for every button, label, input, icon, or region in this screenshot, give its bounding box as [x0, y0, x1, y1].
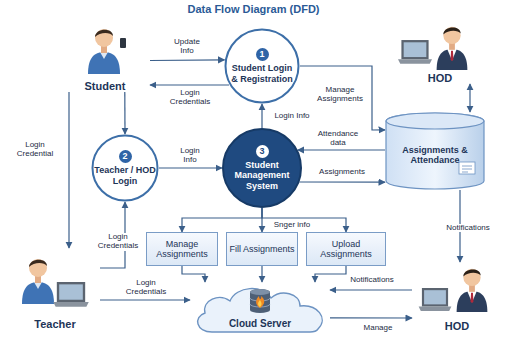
node-label: Student Management System — [229, 160, 295, 190]
node-label: Fill Assignments — [229, 244, 294, 254]
flow-label: Login Credentials — [95, 233, 141, 251]
flow-connector — [261, 104, 262, 128]
process-circle: 2Teacher / HOD Login — [91, 134, 159, 202]
process-circle: 3Student Management System — [222, 128, 302, 208]
actor: HOD — [390, 22, 490, 84]
data-store: Assignments & Attendance — [385, 112, 485, 190]
flow-connector — [298, 149, 385, 150]
flow-label: Snger info — [270, 221, 314, 230]
flow-connector — [182, 208, 262, 232]
flow-label: Login Info — [271, 112, 313, 121]
flow-connector — [124, 92, 125, 134]
actor: Student — [60, 22, 150, 92]
step-number: 1 — [256, 48, 269, 61]
flow-connector — [315, 266, 346, 282]
flow-connector — [469, 84, 470, 112]
flow-label: Notifications — [442, 224, 494, 233]
node-label: Assignments & Attendance — [395, 145, 475, 165]
flow-label: Manage Assignments — [315, 86, 365, 104]
flow-connector — [300, 181, 386, 182]
process-box: Fill Assignments — [226, 232, 298, 266]
step-number: 2 — [119, 150, 132, 163]
node-label: HOD — [428, 72, 452, 84]
flow-connector — [261, 266, 262, 282]
step-number: 3 — [256, 145, 269, 158]
flow-connector — [300, 66, 385, 130]
node-label: Manage Assignments — [149, 239, 215, 259]
node-label: Cloud Server — [229, 318, 291, 329]
flow-label: Manage — [361, 324, 395, 333]
flow-label: Notifications — [346, 276, 398, 285]
flow-label: Login Credentials — [122, 279, 170, 297]
node-label: Student — [85, 80, 126, 92]
process-circle: 1Student Login & Registration — [224, 28, 300, 104]
cloud-server: Cloud Server — [190, 282, 330, 334]
diagram-title: Data Flow Diagram (DFD) — [0, 3, 507, 15]
node-label: HOD — [445, 320, 469, 332]
flow-label: Login Credentials — [164, 89, 216, 107]
process-box: Upload Assignments — [306, 232, 386, 266]
actor: Teacher — [10, 248, 100, 330]
flow-connector — [150, 84, 229, 85]
node-label: Teacher — [34, 318, 75, 330]
node-label: Student Login & Registration — [231, 63, 293, 83]
process-box: Manage Assignments — [146, 232, 218, 266]
node-label: Teacher / HOD Login — [94, 165, 156, 185]
flow-connector — [182, 266, 205, 282]
actor: HOD — [412, 262, 502, 332]
flow-connector — [150, 59, 225, 61]
flow-connector — [262, 208, 346, 232]
flow-connector — [330, 289, 412, 290]
flow-label: Assignments — [316, 168, 368, 177]
flow-label: Attendance data — [315, 130, 361, 148]
flow-label: Update Info — [169, 38, 205, 56]
flow-connector — [159, 167, 222, 168]
node-label: Upload Assignments — [309, 239, 383, 259]
flow-connector — [330, 317, 412, 318]
flow-connector — [68, 92, 69, 248]
flow-connector — [100, 299, 190, 300]
flow-label: Login Credential — [13, 141, 57, 159]
flow-label: Login Info — [175, 147, 205, 165]
